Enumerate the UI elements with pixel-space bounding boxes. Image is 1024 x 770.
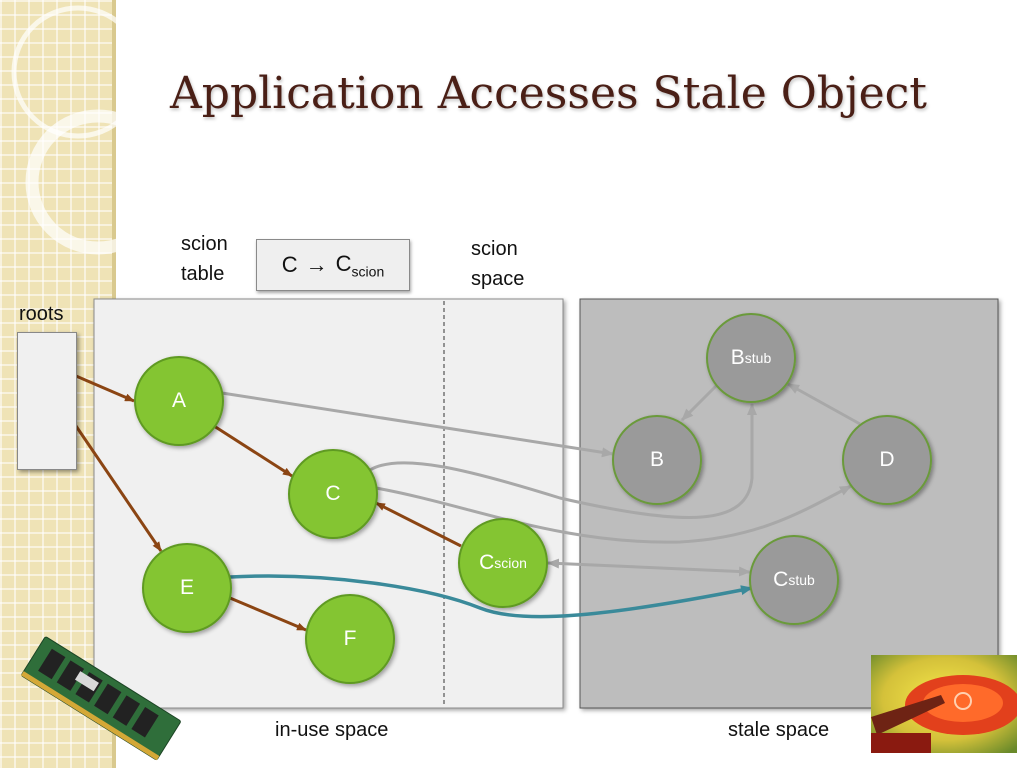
edge-cscion-c [375,501,462,548]
roots-label: roots [19,303,64,325]
node-e-label: E [179,576,194,599]
edge-e-cstub-access [229,574,753,619]
roots-box [17,332,77,470]
scion-entry-from: C [281,252,298,277]
node-d [842,415,932,505]
memory-module-image [21,636,181,761]
edge-c-d [375,484,852,544]
edge-roots-e [74,425,163,552]
node-cscion [458,518,548,608]
edge-bstub-b [680,382,720,422]
node-f-label: F [343,627,357,650]
edge-e-f [229,596,307,632]
stale-nodes [612,313,932,625]
live-nodes [134,356,548,684]
scion-table-label: scion table [181,233,228,285]
node-a [134,356,224,446]
scion-table-entry: C → Cscion [256,239,410,291]
stale-space-label: stale space [728,719,830,741]
node-f [305,594,395,684]
edge-a-c [213,424,293,478]
in-use-space-label: in-use space [275,719,389,741]
node-d-label: D [879,448,895,471]
scion-space-label: scion space [471,238,525,290]
scion-entry-to: Cscion [335,250,385,280]
node-cstub [749,535,839,625]
live-edges [74,374,462,632]
node-e [142,543,232,633]
node-bstub [706,313,796,403]
edge-roots-a [75,374,135,403]
edge-d-bstub [787,382,861,426]
node-a-label: A [171,389,186,412]
node-b [612,415,702,505]
edge-a-b [221,391,614,458]
node-c-label: C [325,482,341,505]
node-c [288,449,378,539]
right-arrow-icon: → [305,252,328,277]
decorative-rings [11,5,130,255]
edge-c-bstub [369,403,757,520]
node-b-label: B [649,448,664,471]
hard-disk-image [871,655,1017,753]
edge-cscion-cstub [547,558,751,577]
cross-space-edges [221,382,861,577]
slide-title: Application Accesses Stale Object [170,68,927,119]
